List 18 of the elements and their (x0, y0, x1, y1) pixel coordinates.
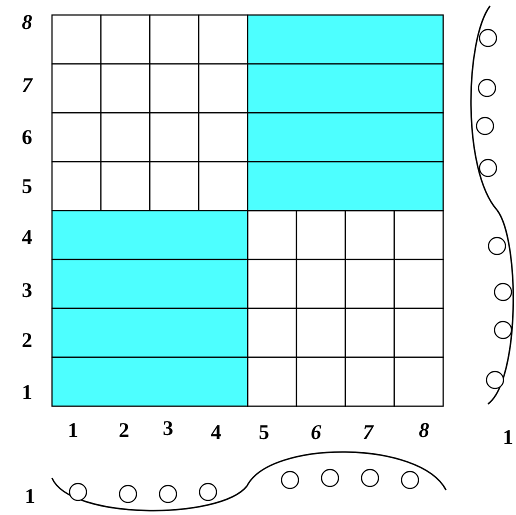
row-number: 8 (22, 11, 32, 33)
row-number: 6 (22, 126, 32, 148)
row-number: 1 (22, 381, 32, 403)
column-number: 7 (362, 421, 374, 443)
column-number: 8 (418, 419, 430, 441)
row-number: 7 (22, 74, 32, 96)
column-number: 4 (210, 421, 222, 443)
column-number: 5 (258, 421, 270, 443)
column-number: 1 (68, 419, 78, 441)
column-number: 6 (310, 421, 322, 443)
row-number: 2 (22, 329, 32, 351)
group-number: 1 (502, 426, 514, 448)
group-number: 1 (24, 485, 36, 507)
row-number: 5 (22, 175, 32, 197)
column-number: 3 (162, 417, 174, 439)
column-number: 2 (118, 419, 130, 441)
row-number: 3 (22, 279, 32, 301)
row-number: 4 (22, 226, 32, 248)
